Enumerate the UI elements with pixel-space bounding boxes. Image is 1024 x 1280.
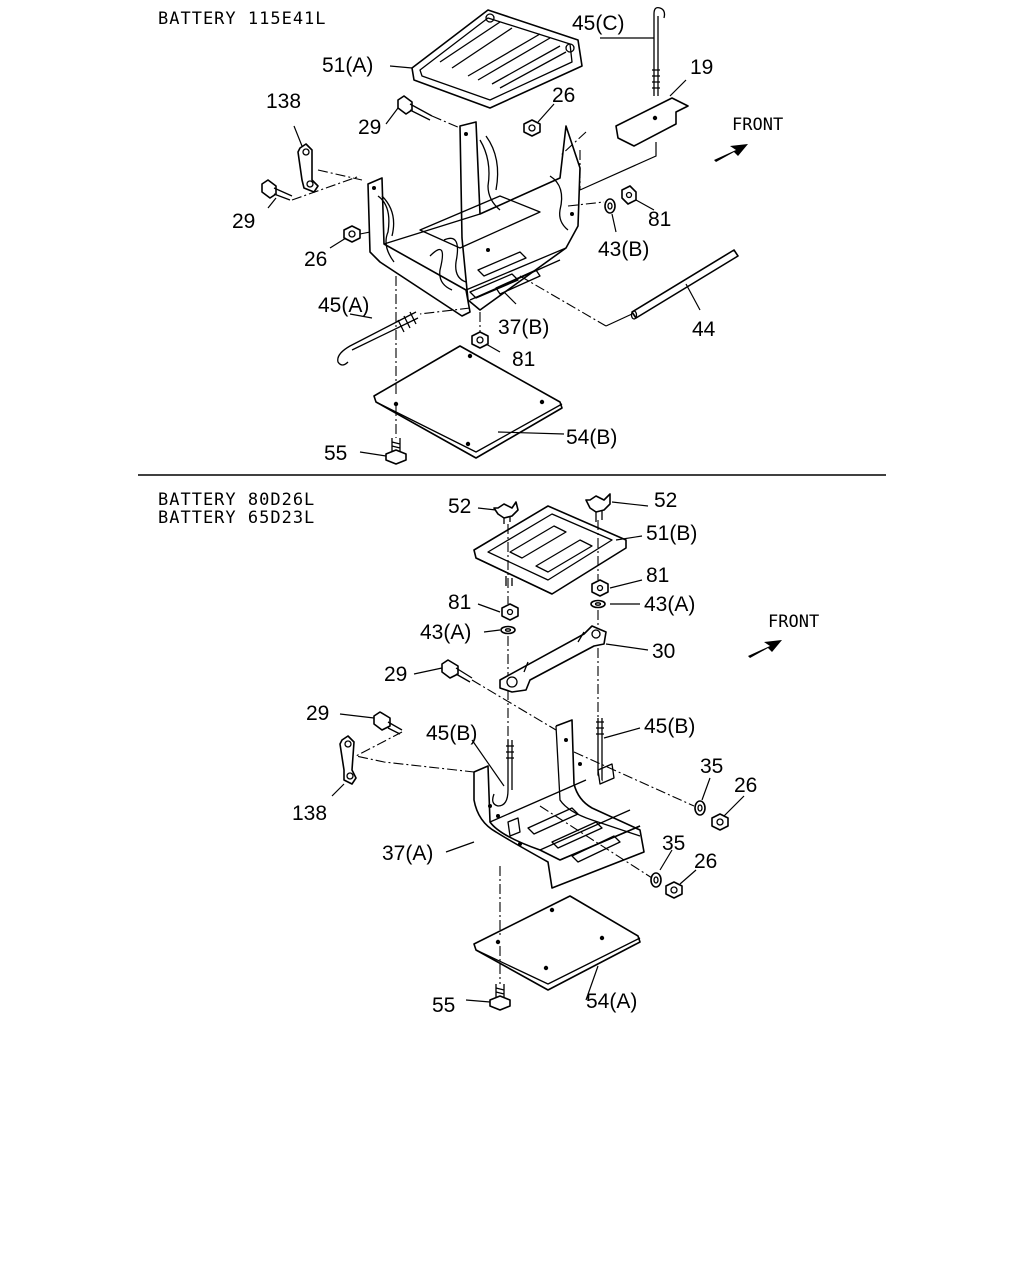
part-35-washer-lower [650, 872, 662, 888]
part-30-bracket [499, 625, 607, 693]
label-45c: 45(C) [572, 12, 625, 35]
label-54b: 54(B) [566, 426, 617, 449]
label-26-upper: 26 [552, 84, 575, 107]
part-26-nut-upper [523, 119, 541, 137]
part-51b-plate [473, 505, 627, 595]
part-81-nut-right [591, 579, 609, 597]
label-29-left: 29 [306, 702, 329, 725]
label-81-lower: 81 [512, 348, 535, 371]
label-26-lower: 26 [694, 850, 717, 873]
part-43b-washer [604, 198, 616, 214]
label-43a-left: 43(A) [420, 621, 471, 644]
label-29-left: 29 [232, 210, 255, 233]
label-45b-right: 45(B) [644, 715, 695, 738]
label-138: 138 [266, 90, 301, 113]
section-title-1: BATTERY 80D26L [158, 490, 315, 510]
label-81-upper: 81 [648, 208, 671, 231]
part-51a-frame [411, 9, 583, 109]
part-26-nut-left [343, 225, 361, 243]
label-30: 30 [652, 640, 675, 663]
label-138: 138 [292, 802, 327, 825]
front-label: FRONT [732, 115, 783, 135]
label-55: 55 [324, 442, 347, 465]
connector-lines-2 [331, 501, 745, 1003]
part-55-bolt [385, 438, 407, 465]
label-54a: 54(A) [586, 990, 637, 1013]
connector-lines [267, 37, 701, 457]
section-title-2: BATTERY 65D23L [158, 508, 315, 528]
label-29-upper: 29 [384, 663, 407, 686]
label-29-upper: 29 [358, 116, 381, 139]
label-52-left: 52 [448, 495, 471, 518]
label-81-left: 81 [448, 591, 471, 614]
label-37a: 37(A) [382, 842, 433, 865]
label-45a: 45(A) [318, 294, 369, 317]
label-55: 55 [432, 994, 455, 1017]
label-51a: 51(A) [322, 54, 373, 77]
label-43a-right: 43(A) [644, 593, 695, 616]
part-43a-washer-left [500, 625, 516, 635]
arrow-icon [748, 640, 782, 658]
part-45b-rod-left [492, 740, 514, 807]
section-115e41l: BATTERY 115E41L [158, 6, 783, 465]
part-138-link [297, 143, 319, 193]
part-29-bolt-left [373, 711, 403, 735]
part-81-nut-upper [621, 185, 637, 205]
part-29-bolt-upper [441, 659, 473, 683]
part-81-nut-left [501, 603, 519, 621]
arrow-icon [714, 144, 748, 162]
part-81-nut-lower [471, 331, 489, 349]
part-19-bracket [615, 97, 689, 147]
part-29-bolt-upper [397, 95, 433, 121]
part-55-bolt [489, 984, 511, 1011]
label-52-right: 52 [654, 489, 677, 512]
front-label-2: FRONT [768, 612, 819, 632]
part-138-link [339, 735, 357, 785]
label-44: 44 [692, 318, 716, 341]
part-52-wingnut-left [493, 501, 519, 524]
part-52-wingnut-right [585, 493, 611, 522]
part-37a-tray [473, 719, 645, 889]
label-26-right: 26 [734, 774, 757, 797]
label-51b: 51(B) [646, 522, 697, 545]
part-43a-washer-right [590, 599, 606, 609]
part-26-nut-lower [665, 881, 683, 899]
part-45a-rod [337, 311, 419, 366]
part-54a-plate [473, 895, 641, 991]
label-45b-left: 45(B) [426, 722, 477, 745]
front-arrow-2: FRONT [748, 612, 819, 658]
label-81-right: 81 [646, 564, 669, 587]
label-43b: 43(B) [598, 238, 649, 261]
part-26-nut-right [711, 813, 729, 831]
front-arrow: FRONT [714, 115, 783, 162]
part-45c-rod [652, 6, 666, 96]
section-title: BATTERY 115E41L [158, 9, 327, 29]
section-80d26l-65d23l: BATTERY 80D26L BATTERY 65D23L [158, 489, 819, 1017]
part-54b-plate [373, 345, 563, 459]
label-35-right: 35 [700, 755, 723, 778]
label-35-lower: 35 [662, 832, 685, 855]
part-35-washer-right [694, 800, 706, 816]
label-19: 19 [690, 56, 713, 79]
part-44-rod [630, 249, 739, 320]
part-29-bolt-left [261, 179, 293, 201]
label-37b: 37(B) [498, 316, 549, 339]
part-37b-tray [367, 121, 581, 317]
label-26-left: 26 [304, 248, 327, 271]
